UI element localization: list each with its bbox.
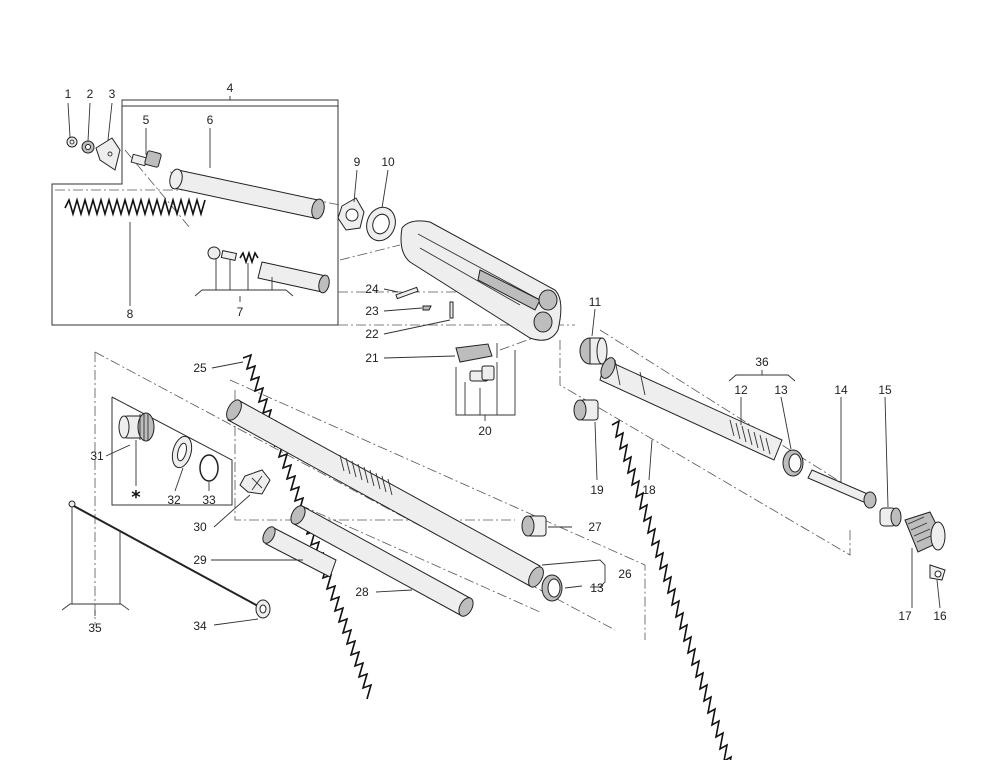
label-8: 8 — [127, 307, 134, 321]
assembly-4-box — [51, 96, 339, 326]
part-2-washer — [81, 140, 95, 154]
asterisk-marker: * — [131, 487, 141, 508]
label-10: 10 — [381, 155, 395, 169]
label-29: 29 — [193, 553, 207, 567]
part-6-magazine-tube — [169, 168, 325, 220]
part-30-spider — [239, 469, 271, 495]
label-7: 7 — [237, 305, 244, 319]
part-7-group — [207, 246, 330, 294]
forend-receiver — [400, 220, 562, 341]
label-34: 34 — [193, 619, 207, 633]
label-3: 3 — [109, 87, 116, 101]
label-35: 35 — [88, 621, 102, 635]
part-20-group — [455, 343, 498, 382]
part-24-pin — [395, 286, 419, 300]
part-16-swivel — [929, 564, 946, 581]
part-34-handle — [255, 599, 271, 619]
part-31-choke — [118, 412, 155, 442]
part-22-pin — [449, 301, 454, 319]
part-14-rod — [807, 469, 877, 509]
label-24: 24 — [365, 282, 379, 296]
label-12: 12 — [734, 383, 748, 397]
part-29-tube — [262, 526, 337, 578]
part-18-spring — [611, 419, 733, 760]
label-14: 14 — [834, 383, 848, 397]
label-13a: 13 — [774, 383, 788, 397]
label-1: 1 — [65, 87, 72, 101]
label-4: 4 — [227, 81, 234, 95]
part-35-rod — [68, 500, 259, 607]
label-28: 28 — [355, 585, 369, 599]
part-13-ring-b — [541, 574, 563, 602]
part-23-clip — [422, 305, 432, 311]
part-12-tube — [599, 357, 783, 461]
part-3-plate — [95, 137, 121, 171]
part-27-bushing — [521, 515, 547, 537]
label-17: 17 — [898, 609, 912, 623]
part-11-nut — [579, 337, 608, 365]
part-9-gasket — [337, 197, 365, 231]
dash-guides — [55, 149, 851, 640]
label-5: 5 — [143, 113, 150, 127]
label-23: 23 — [365, 304, 379, 318]
part-17-knob — [904, 511, 946, 553]
part-8-spring — [64, 197, 206, 217]
part-19-bushing — [573, 399, 599, 421]
label-2: 2 — [87, 87, 94, 101]
label-6: 6 — [207, 113, 214, 127]
bracket-20 — [455, 350, 516, 416]
label-20: 20 — [478, 424, 492, 438]
label-31: 31 — [90, 449, 104, 463]
label-27: 27 — [588, 520, 602, 534]
part-32-plate — [171, 435, 193, 469]
part-10-ring — [366, 206, 396, 242]
part-1-nut — [66, 136, 78, 148]
label-32: 32 — [167, 493, 181, 507]
label-19: 19 — [590, 483, 604, 497]
label-30: 30 — [193, 520, 207, 534]
label-9: 9 — [354, 155, 361, 169]
part-5-screw — [130, 150, 162, 168]
label-15: 15 — [878, 383, 892, 397]
label-13b: 13 — [590, 581, 604, 595]
part-33-circlip — [199, 454, 219, 482]
leader-lines — [61, 102, 941, 626]
assembly-31-box — [111, 396, 233, 506]
label-25: 25 — [193, 361, 207, 375]
callout-labels: 1 2 3 4 5 6 7 8 9 10 11 12 13 14 15 16 1… — [65, 81, 947, 635]
label-36: 36 — [755, 355, 769, 369]
label-18: 18 — [642, 483, 656, 497]
part-28-tube — [290, 505, 474, 617]
part-15-cap — [879, 507, 902, 527]
part-26-barrel — [226, 399, 544, 588]
label-22: 22 — [365, 327, 379, 341]
label-26: 26 — [618, 567, 632, 581]
label-16: 16 — [933, 609, 947, 623]
part-13-ring-a — [782, 449, 804, 477]
label-33: 33 — [202, 493, 216, 507]
label-11: 11 — [589, 295, 602, 309]
label-21: 21 — [365, 351, 379, 365]
